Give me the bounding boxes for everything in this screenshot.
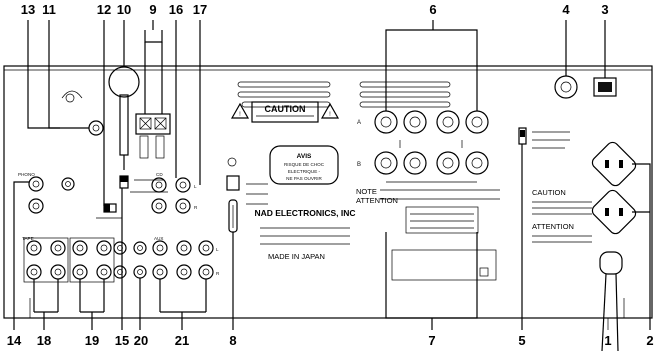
callout-5: 5 [518,333,525,348]
phono-label: PHONO [18,172,35,177]
callout-15: 15 [115,333,129,348]
cd-ch-r: R [194,205,198,210]
callout-6: 6 [429,2,436,17]
callout-12: 12 [97,2,111,17]
callout-4: 4 [562,2,570,17]
callout-18: 18 [37,333,51,348]
callout-2: 2 [646,333,653,348]
attention-label: ATTENTION [356,196,398,205]
caution-label: ! CAUTION ! [230,101,340,123]
callout-13: 13 [21,2,35,17]
aux-jacks[interactable]: AUX L R [152,236,220,280]
speaker-terminals[interactable]: A B [357,110,489,183]
callout-19: 19 [85,333,99,348]
callout-9: 9 [149,2,156,17]
brand-name: NAD ELECTRONICS, INC [254,208,355,218]
tape-label: TAPE [22,236,34,241]
rating-plate: NAD ELECTRONICS, INC MADE IN JAPAN [254,208,355,261]
vent-slots [237,81,451,108]
callout-11: 11 [42,2,56,17]
cd-label: CD [156,172,163,177]
avis-line-4: NE PAS OUVRIR [286,176,322,181]
tape2-jacks[interactable] [69,237,115,283]
voltage-selector[interactable] [226,157,268,233]
origin-label: MADE IN JAPAN [268,252,325,261]
callout-17: 17 [193,2,207,17]
preamp-jacks[interactable] [113,241,147,279]
callout-1: 1 [604,333,611,348]
callout-14: 14 [7,333,22,348]
note-block: NOTE ATTENTION [356,187,500,234]
ground-terminal[interactable] [88,120,104,136]
avis-line-3: ELECTRIQUE - [288,169,321,174]
callout-8: 8 [229,333,236,348]
chassis-outline [3,65,653,319]
caution-title: CAUTION [265,104,306,114]
side-attention-label: ATTENTION [532,222,574,231]
tape-monitor-switch[interactable] [96,203,122,219]
phono-ground[interactable] [61,177,75,191]
callout-10: 10 [117,2,131,17]
phono-jacks[interactable]: PHONO [18,172,44,214]
antenna-terminals[interactable] [135,113,171,159]
serial-plate [391,249,497,281]
am-loop-antenna[interactable] [108,66,140,170]
bottom-callouts: 14 18 19 15 20 21 8 7 5 1 2 [7,333,654,348]
leader-lines [13,20,651,330]
aux-ch-r: R [216,271,220,276]
ac-power-cord [599,251,623,351]
callout-16: 16 [169,2,183,17]
speaker-selector-switch[interactable] [518,127,570,149]
note-label: NOTE [356,187,377,196]
aux-ch-l: L [216,247,219,252]
cd-jacks[interactable]: CD L R [151,172,198,214]
voltage-switch[interactable] [593,77,617,97]
cd-ch-l: L [194,184,197,189]
callout-20: 20 [134,333,148,348]
avis-line-1: AVIS [297,153,312,160]
side-caution-label: CAUTION [532,188,566,197]
svg-text:!: ! [239,112,241,118]
aux-label: AUX [154,236,163,241]
callout-21: 21 [175,333,189,348]
callout-7: 7 [428,333,435,348]
ac-outlets[interactable] [590,140,638,236]
avis-warning: AVIS RISQUE DE CHOC ELECTRIQUE - NE PAS … [269,145,339,185]
side-warning-text: CAUTION ATTENTION [532,188,592,243]
fuse-holder[interactable] [554,75,578,99]
tape-jacks[interactable]: TAPE [22,236,69,283]
top-callouts: 13 11 12 10 9 16 17 6 4 3 [21,2,609,17]
speaker-row-b: B [357,162,361,168]
callout-3: 3 [601,2,608,17]
speaker-row-a: A [357,120,361,126]
avis-line-2: RISQUE DE CHOC [284,162,325,167]
svg-text:!: ! [329,112,331,118]
